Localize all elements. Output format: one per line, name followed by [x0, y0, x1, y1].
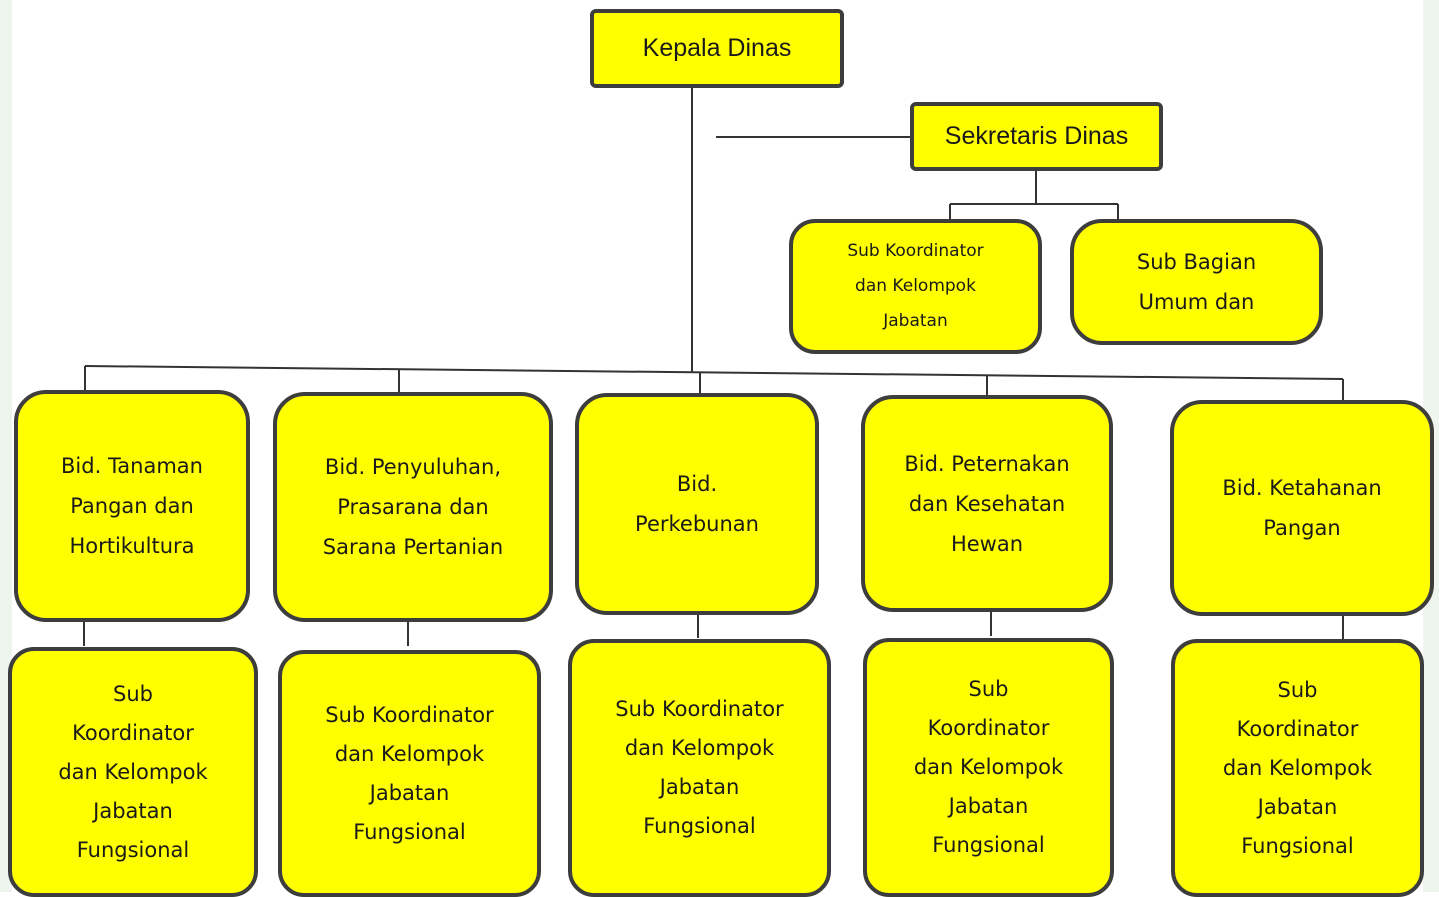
division-label: Bid. Perkebunan — [635, 472, 759, 536]
division-label: Bid. Penyuluhan, Prasarana dan Sarana Pe… — [322, 455, 504, 559]
division-subunit-box: Sub Koordinator dan Kelompok Jabatan Fun… — [8, 647, 258, 897]
division-subunit-label: Sub Koordinator dan Kelompok Jabatan Fun… — [58, 681, 208, 862]
division-subunit-box: Sub Koordinator dan Kelompok Jabatan Fun… — [863, 638, 1114, 897]
division-subunit-box: Sub Koordinator dan Kelompok Jabatan Fun… — [568, 639, 831, 897]
secretary-unit-box: Sub Koordinator dan Kelompok Jabatan — [789, 219, 1042, 354]
division-box: Bid. Ketahanan Pangan — [1170, 400, 1434, 616]
secretary-box: Sekretaris Dinas — [910, 102, 1163, 171]
division-box: Bid. Perkebunan — [575, 393, 819, 615]
division-box: Bid. Tanaman Pangan dan Hortikultura — [14, 390, 250, 622]
secretary-label: Sekretaris Dinas — [944, 122, 1129, 150]
secretary-unit-box: Sub Bagian Umum dan — [1070, 219, 1323, 345]
divisions-bus — [84, 365, 1344, 380]
division-subunit-label: Sub Koordinator dan Kelompok Jabatan Fun… — [325, 702, 494, 844]
division-label: Bid. Peternakan dan Kesehatan Hewan — [904, 451, 1070, 556]
head-box: Kepala Dinas — [590, 9, 844, 88]
division-subunit-box: Sub Koordinator dan Kelompok Jabatan Fun… — [1171, 639, 1424, 897]
division-label: Bid. Ketahanan Pangan — [1222, 476, 1382, 540]
division-box: Bid. Peternakan dan Kesehatan Hewan — [861, 395, 1113, 612]
secretary-unit-label: Sub Bagian Umum dan — [1136, 250, 1257, 314]
division-label: Bid. Tanaman Pangan dan Hortikultura — [61, 454, 203, 558]
division-subunit-label: Sub Koordinator dan Kelompok Jabatan Fun… — [1222, 677, 1373, 858]
division-subunit-label: Sub Koordinator dan Kelompok Jabatan Fun… — [615, 697, 784, 838]
division-subunit-box: Sub Koordinator dan Kelompok Jabatan Fun… — [278, 650, 541, 897]
division-box: Bid. Penyuluhan, Prasarana dan Sarana Pe… — [273, 392, 553, 622]
head-label: Kepala Dinas — [642, 34, 792, 62]
division-subunit-label: Sub Koordinator dan Kelompok Jabatan Fun… — [913, 677, 1064, 857]
secretary-unit-label: Sub Koordinator dan Kelompok Jabatan — [847, 241, 984, 331]
